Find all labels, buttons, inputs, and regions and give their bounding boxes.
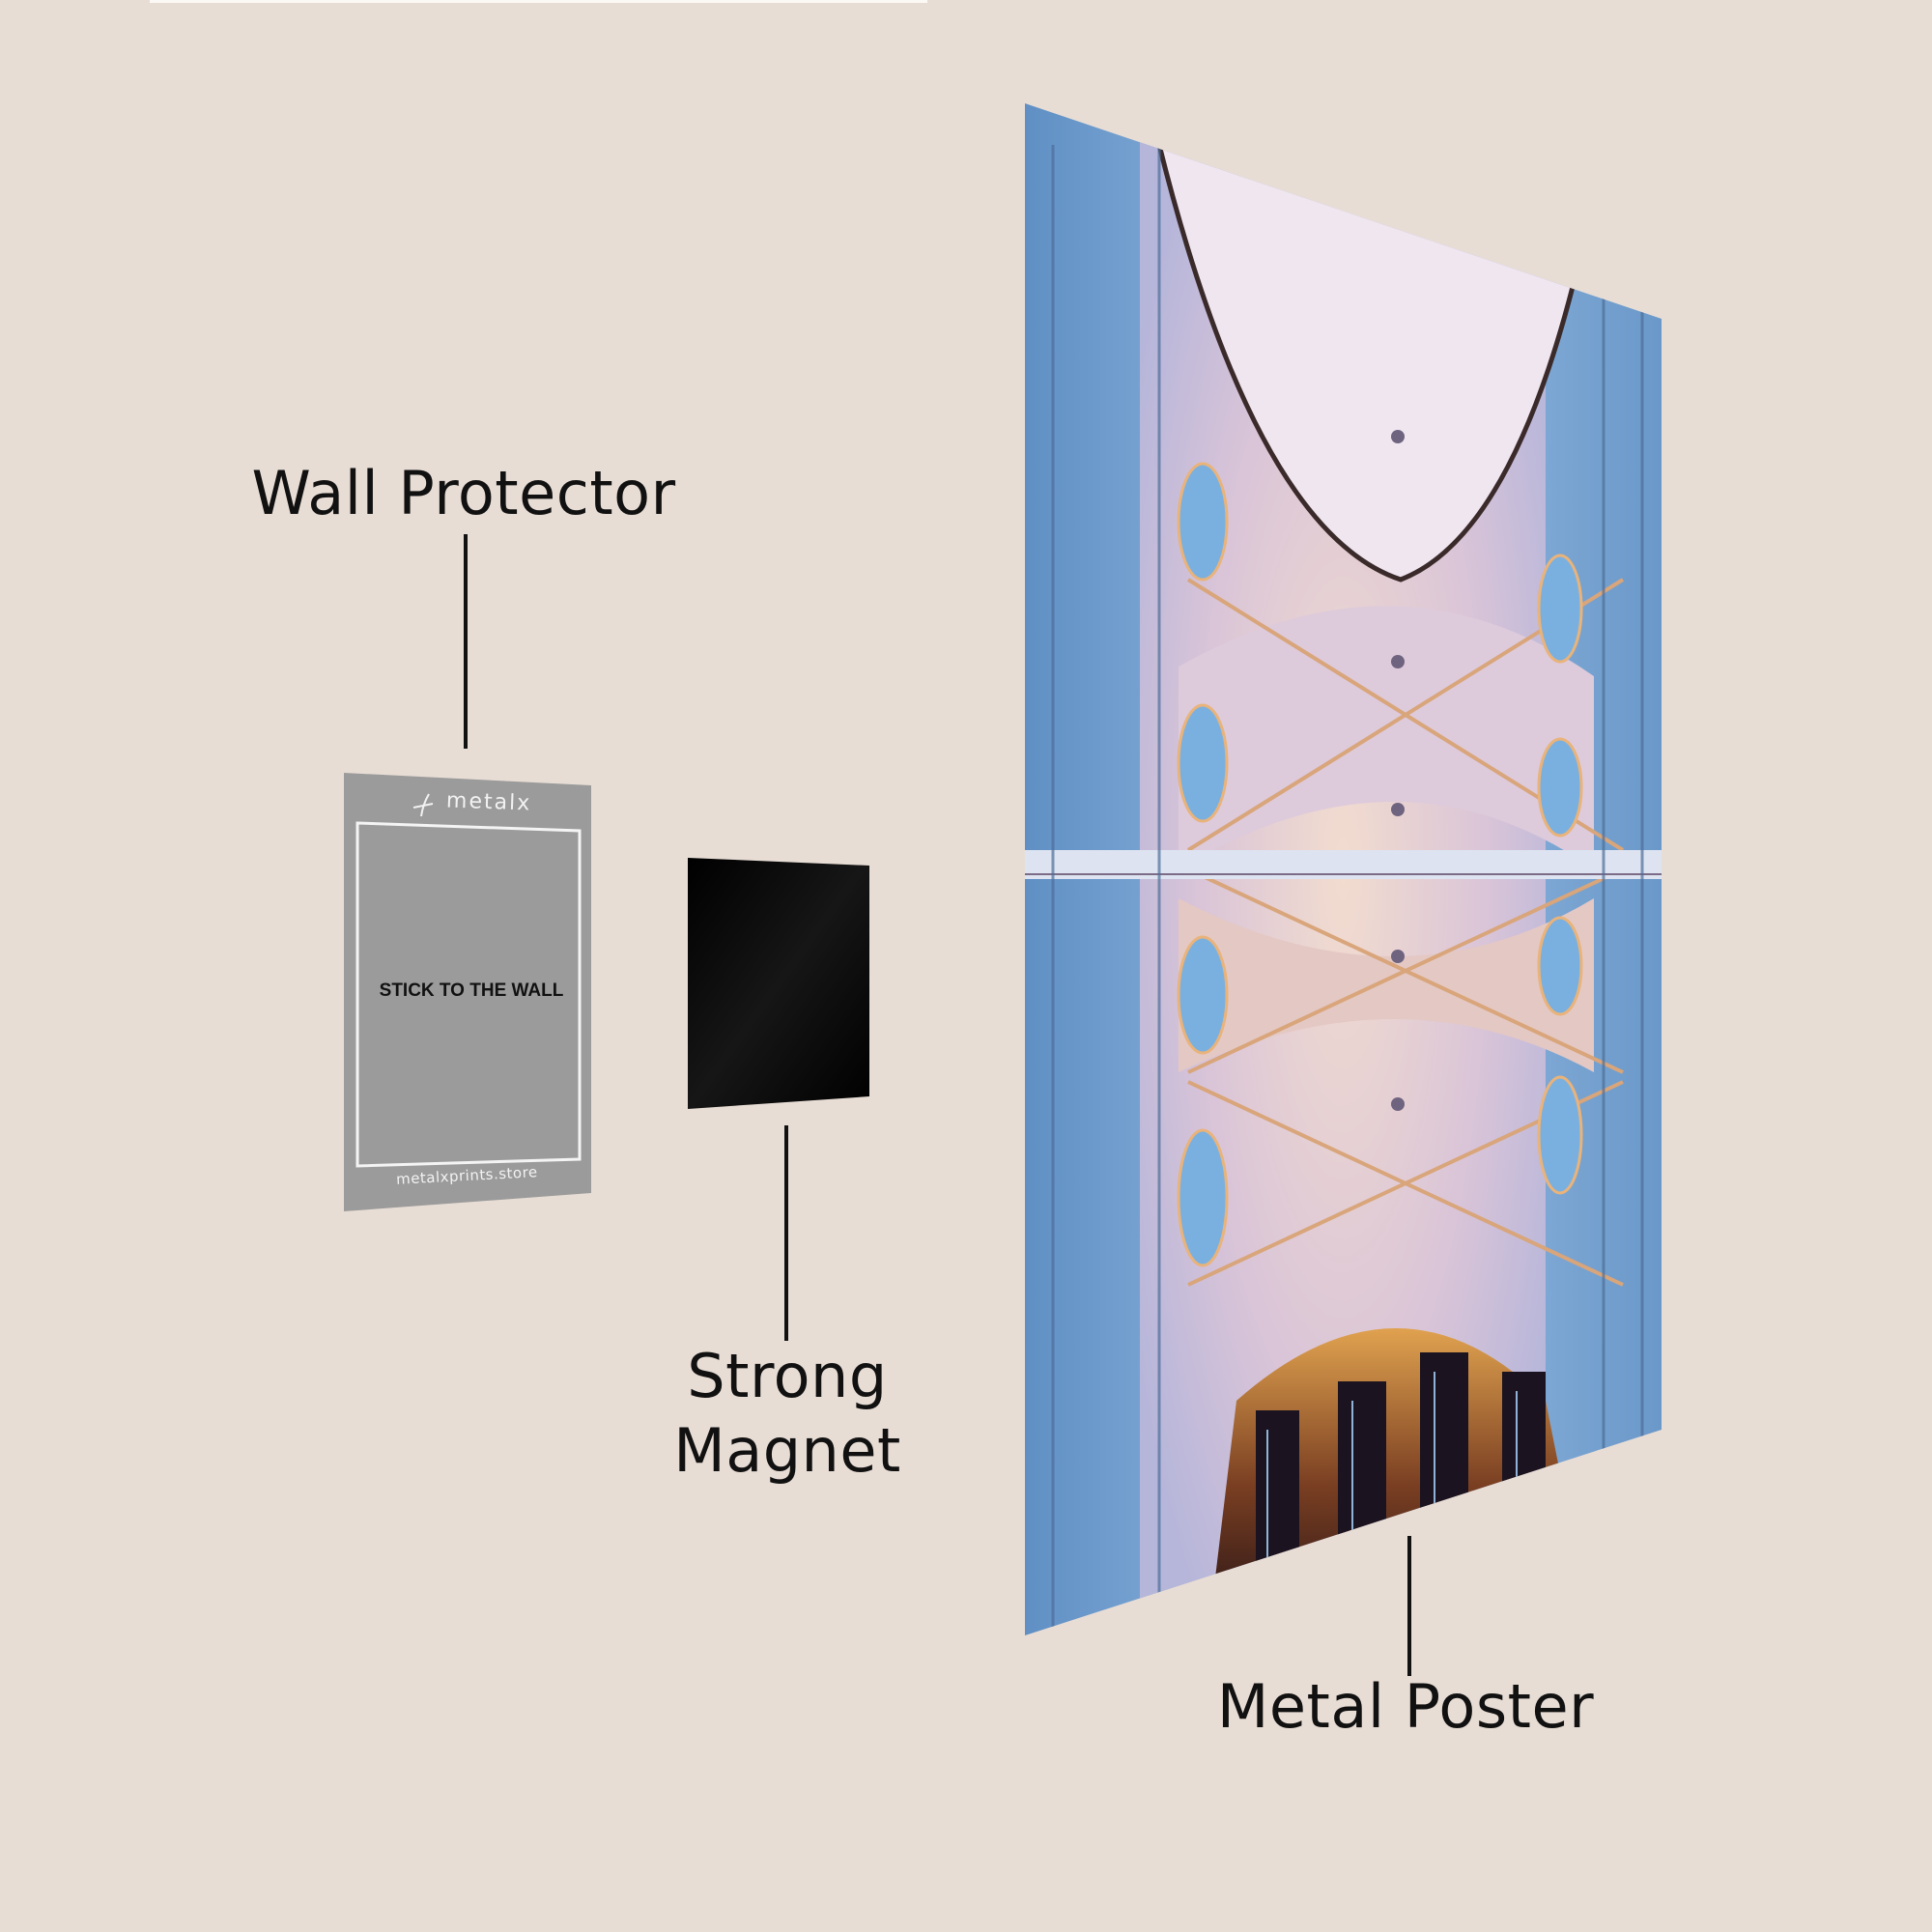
wall-protector-label: Wall Protector: [251, 458, 676, 528]
wall-protector-leader-line: [464, 534, 468, 749]
metal-poster: [1025, 103, 1662, 1635]
strong-magnet-leader-line: [784, 1125, 788, 1341]
metal-poster-label: Metal Poster: [1216, 1671, 1595, 1742]
metalx-logo-icon: [412, 793, 434, 817]
strong-magnet-label-line2: Magnet: [673, 1415, 901, 1486]
metal-poster-leader-line: [1407, 1536, 1411, 1676]
strong-magnet-label-line1: Strong: [687, 1341, 888, 1411]
protector-instruction: STICK TO THE WALL: [379, 980, 564, 1001]
top-edge-strip: [150, 0, 927, 3]
wall-protector-card: [344, 773, 591, 1211]
strong-magnet: [688, 858, 869, 1109]
protector-brand: metalx: [445, 788, 532, 816]
